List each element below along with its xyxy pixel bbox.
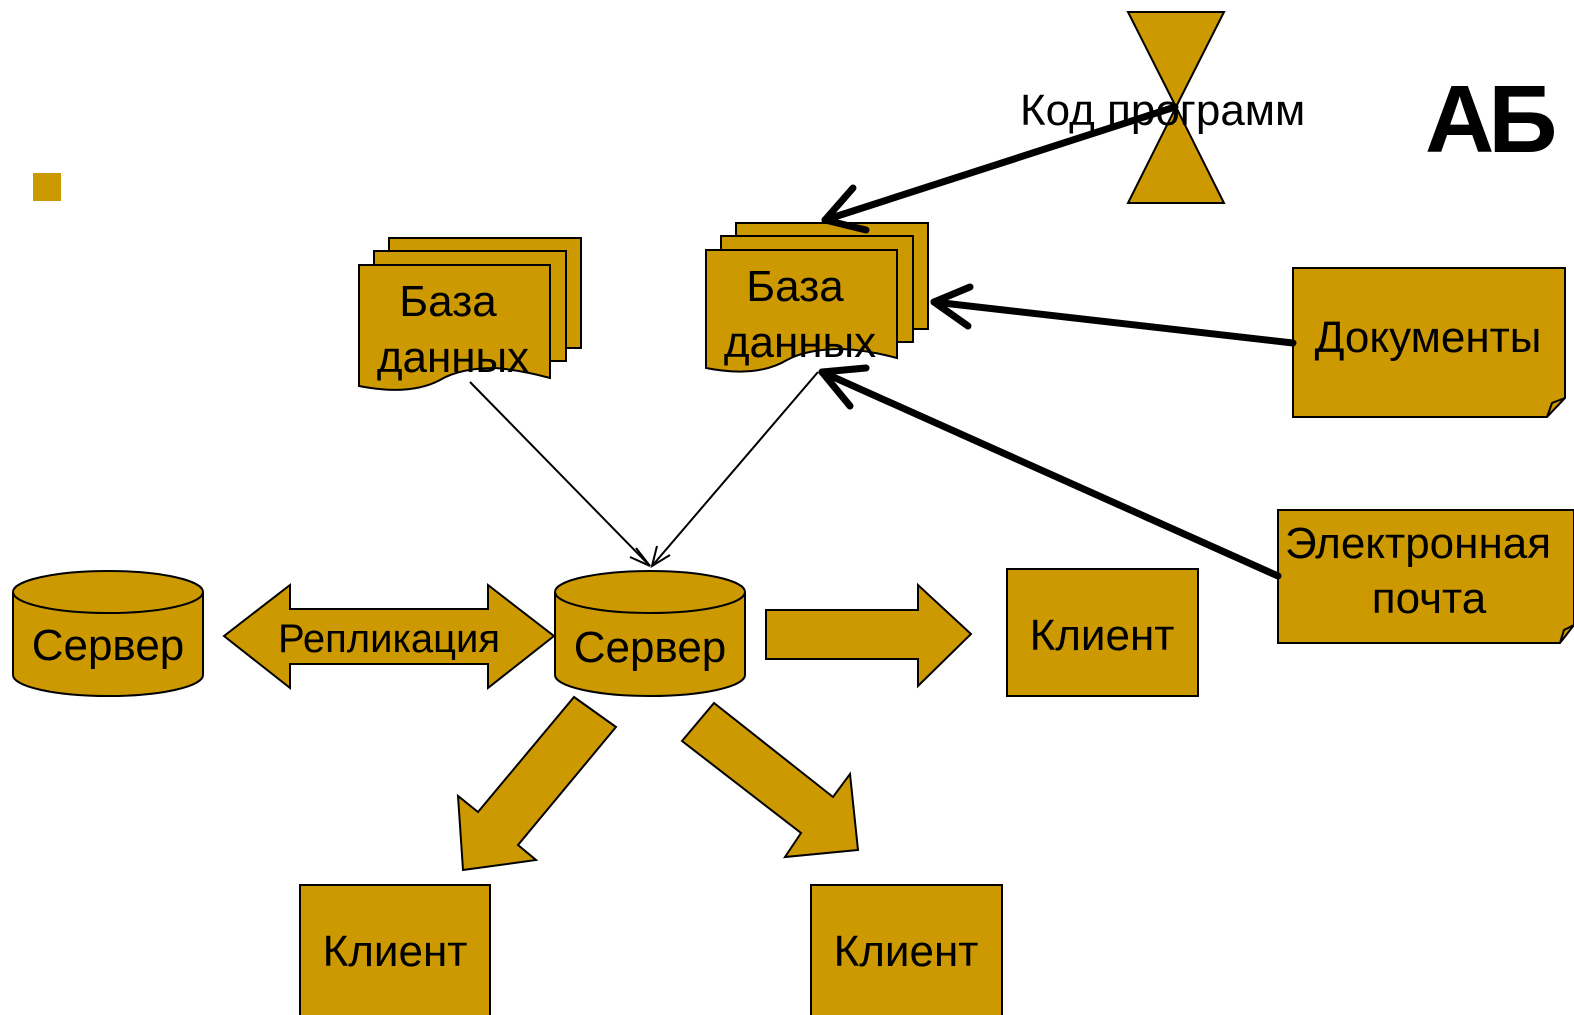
server-center-cylinder: [554, 570, 746, 697]
client-bottom-right-box: [810, 884, 1003, 1015]
client-bottom-left-label: Клиент: [323, 927, 468, 976]
client-right-box: [1006, 568, 1199, 697]
email-note-fold: [1559, 624, 1574, 644]
arrow-documents-to-database: [930, 283, 1297, 347]
arrow-email-to-database: [818, 364, 1282, 580]
database-right-line1: База: [746, 262, 844, 311]
email-line2: почта: [1372, 574, 1487, 623]
arrow-code-to-database: [821, 103, 1179, 234]
hourglass-shape: [1126, 11, 1226, 204]
database-left-line2: данных: [377, 333, 529, 382]
replication-label: Репликация: [278, 617, 500, 661]
email-note: [1277, 509, 1574, 644]
arrow-left-database-to-server: [469, 381, 651, 567]
server-center-label: Сервер: [574, 623, 727, 672]
arrow-right-database-to-server: [650, 371, 819, 569]
database-right-line2: данных: [724, 318, 876, 367]
block-arrow-to-bottom-left-client: [456, 695, 618, 872]
client-bottom-right-label: Клиент: [834, 927, 979, 976]
database-stack-left: [358, 237, 582, 391]
documents-label: Документы: [1315, 313, 1542, 362]
client-right-label: Клиент: [1030, 611, 1175, 660]
server-left-label: Сервер: [32, 621, 185, 670]
bullet-square: [33, 173, 61, 201]
brand-logo: АБ: [1425, 66, 1554, 173]
block-arrow-to-right-client: [765, 582, 973, 689]
block-arrow-to-bottom-right-client: [680, 701, 860, 859]
documents-note-fold: [1546, 397, 1566, 418]
database-stack-right: [705, 222, 929, 373]
database-left-line1: База: [399, 277, 497, 326]
email-line1: Электронная: [1285, 519, 1551, 568]
documents-note: [1292, 267, 1566, 418]
client-bottom-left-box: [299, 884, 491, 1015]
server-left-cylinder: [12, 570, 204, 697]
